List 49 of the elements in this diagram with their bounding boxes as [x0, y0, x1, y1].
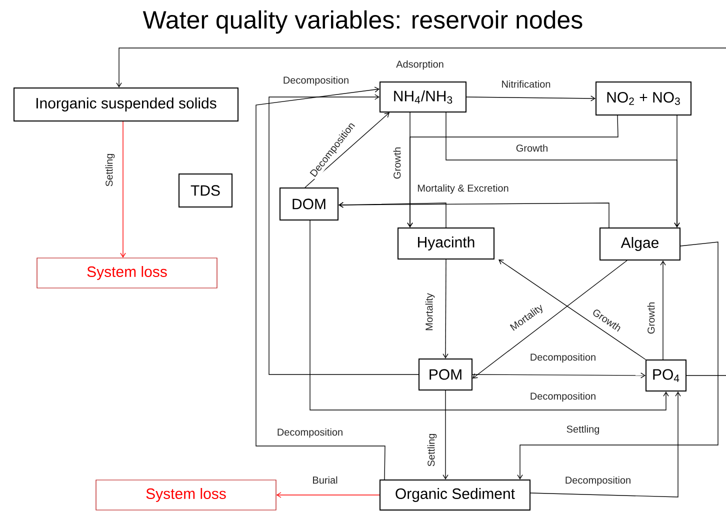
arrow	[338, 202, 610, 228]
edge-label: Decomposition	[276, 427, 344, 439]
process-box: Algae	[600, 228, 680, 260]
process-label: Adsorption	[396, 60, 444, 70]
arrow	[276, 492, 380, 498]
arrow	[442, 390, 448, 480]
process-box: NH$_{4}$/NH$_{3}$	[380, 82, 466, 112]
edge-label: Decomposition	[528, 352, 598, 364]
edge-label: Growth	[514, 143, 550, 153]
process-box: System loss	[96, 480, 276, 510]
arrow	[120, 121, 126, 258]
arrow	[310, 220, 669, 410]
process-box: Hyacinth	[398, 228, 494, 260]
edge-label: Settling	[426, 432, 438, 468]
arrow	[517, 242, 718, 480]
arrow	[472, 372, 646, 378]
arrow	[442, 259, 448, 358]
arrow	[116, 48, 726, 88]
arrow	[472, 260, 628, 378]
arrow	[268, 94, 419, 375]
process-box: PO$_{4}$	[646, 360, 686, 392]
edge-label: Settling	[104, 152, 116, 188]
edge-label: Growth	[392, 146, 402, 180]
arrow	[660, 260, 666, 360]
edge-label: Nitrification	[500, 79, 552, 89]
arrow	[407, 115, 618, 228]
arrow	[674, 115, 680, 228]
edge-label: Growth	[646, 300, 656, 336]
process-box: TDS	[178, 174, 232, 208]
process-box: Inorganic suspended solids	[14, 88, 238, 122]
arrow	[256, 86, 386, 480]
arrow	[466, 96, 596, 102]
edge-label: Mortality	[424, 292, 436, 332]
edge-label: Decomposition	[282, 75, 350, 87]
process-box: POM	[418, 358, 472, 390]
arrow	[304, 112, 390, 188]
edge-label: Decomposition	[564, 475, 632, 487]
arrow	[498, 260, 646, 360]
process-box: NO$_{2}$ + NO$_{3}$	[596, 82, 692, 116]
edge-label: Decomposition	[528, 391, 598, 403]
process-box: Organic Sediment	[380, 480, 530, 510]
edge-label: Burial	[311, 475, 339, 485]
arrow	[530, 392, 681, 498]
process-box: System loss	[36, 258, 218, 288]
title: Water quality variables: reservoir nodes	[142, 10, 582, 34]
edge-label: Mortality & Excretion	[416, 183, 510, 195]
arrow	[338, 202, 446, 228]
process-box: DOM	[280, 188, 338, 220]
edge-label: Settling	[565, 424, 601, 436]
